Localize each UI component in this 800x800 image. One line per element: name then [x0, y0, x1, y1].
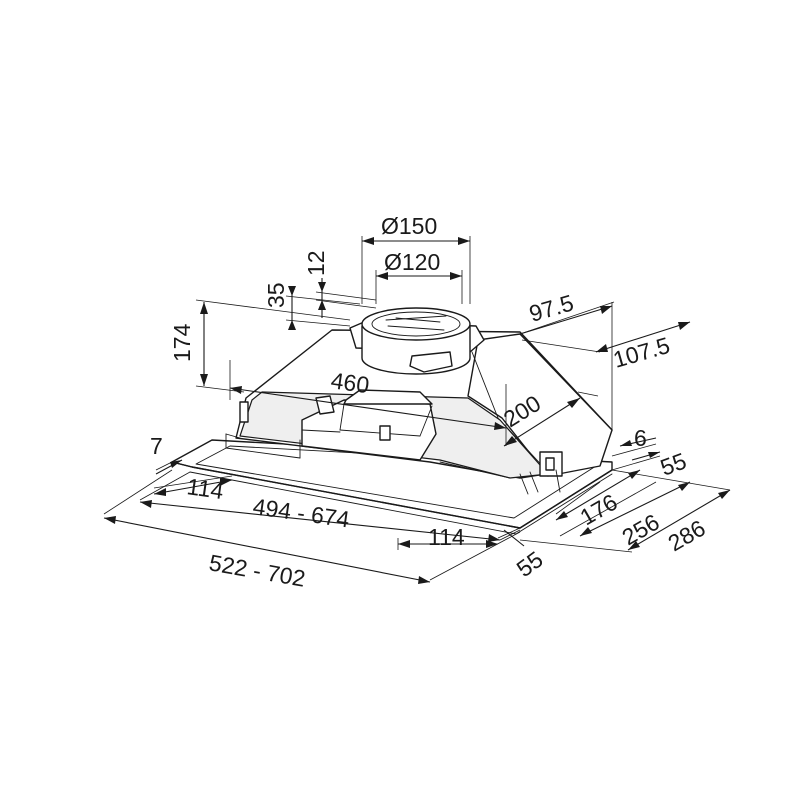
label-edge-55-top: 55 [657, 448, 690, 481]
bottom-frame-lip [171, 461, 613, 529]
label-edge-55-bottom: 55 [512, 546, 548, 582]
label-outlet-outer-diameter: Ø150 [381, 213, 437, 239]
label-collar-height-small: 12 [303, 250, 329, 276]
motor-unit [301, 399, 437, 461]
label-frame-thickness: 7 [150, 433, 163, 459]
label-depth-256: 256 [618, 509, 664, 551]
hood-body [171, 329, 613, 535]
dimension-lines [103, 236, 731, 584]
bracket-left [315, 395, 335, 415]
side-mechanism [519, 451, 563, 495]
label-side-offset-left: 114 [185, 473, 225, 504]
label-body-width: 460 [329, 367, 371, 398]
label-top-depth: 97.5 [526, 289, 576, 326]
label-inner-width-range: 494 - 674 [251, 493, 351, 532]
label-top-depth-outer: 107.5 [610, 332, 672, 373]
label-edge-small: 6 [634, 425, 647, 451]
label-collar-height: 35 [263, 282, 289, 308]
outlet-collar [349, 307, 485, 375]
label-depth-286: 286 [664, 515, 710, 557]
label-outer-width-range: 522 - 702 [207, 549, 307, 591]
casing-side-right [467, 333, 613, 477]
label-side-offset-right: 114 [428, 524, 465, 550]
label-total-height: 174 [169, 323, 195, 362]
label-outlet-inner-diameter: Ø120 [384, 249, 440, 275]
